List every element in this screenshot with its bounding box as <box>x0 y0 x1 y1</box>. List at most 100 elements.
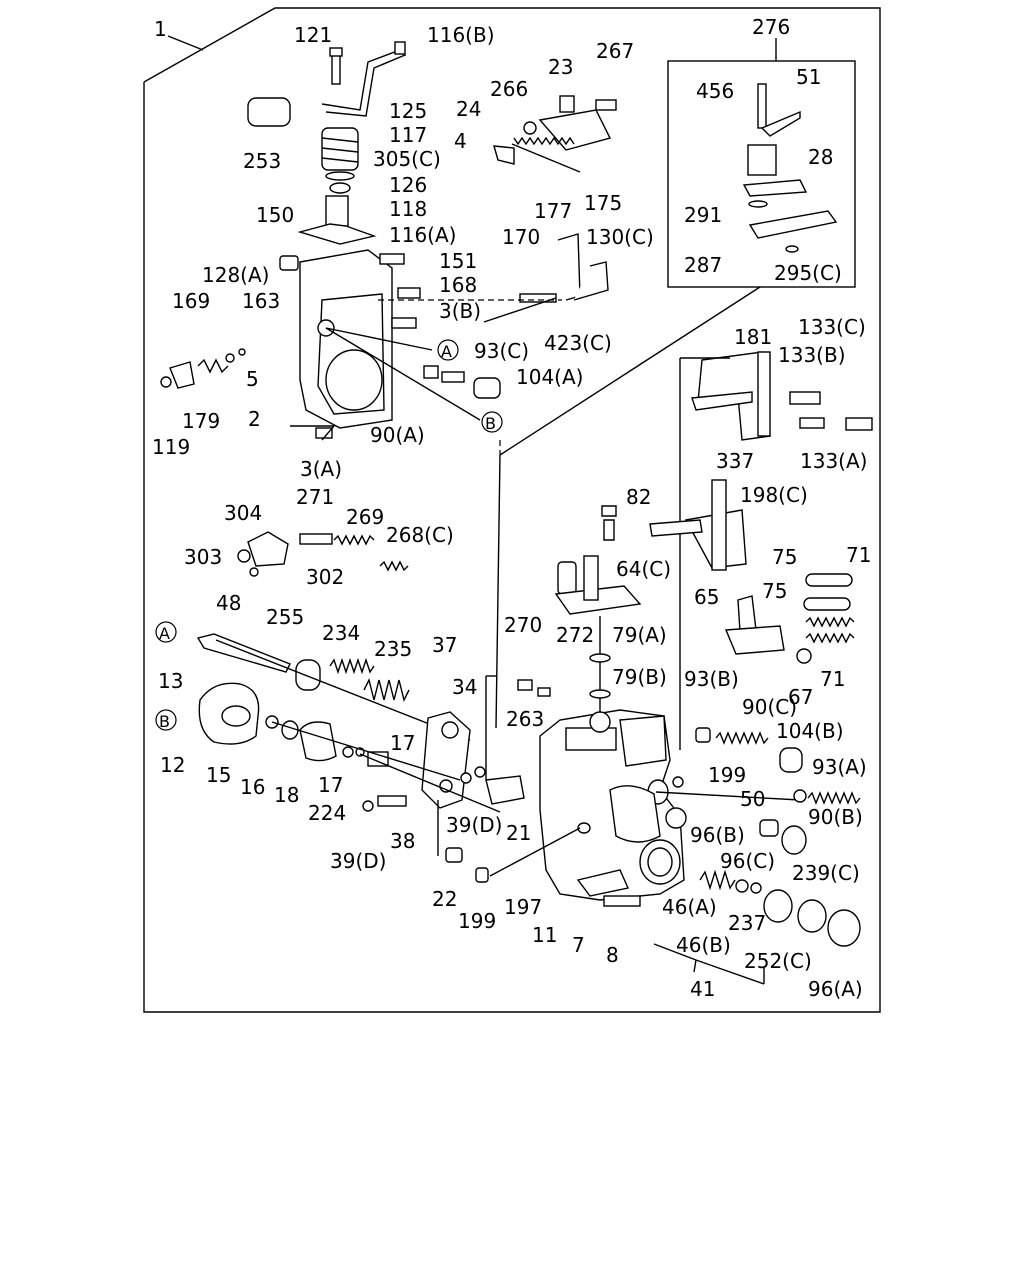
label: 48 <box>216 591 241 615</box>
label: 304 <box>224 501 262 525</box>
label: 199 <box>458 909 496 933</box>
lever-64c <box>554 505 642 720</box>
label: 21 <box>506 821 531 845</box>
label: 197 <box>504 895 542 919</box>
label: 175 <box>584 191 622 215</box>
label: 104(B) <box>776 719 844 743</box>
label: 104(A) <box>516 365 583 389</box>
label: 7 <box>572 933 585 957</box>
label: 3(B) <box>439 299 481 323</box>
label: 270 <box>504 613 542 637</box>
label: 2 <box>248 407 261 431</box>
label: 16 <box>240 775 265 799</box>
label: 38 <box>390 829 415 853</box>
label: 28 <box>808 145 833 169</box>
label: 3(A) <box>300 457 342 481</box>
label: 119 <box>152 435 190 459</box>
label: 46(A) <box>662 895 717 919</box>
label: 266 <box>490 77 528 101</box>
label: 41 <box>690 977 715 1001</box>
parts-65-75-71 <box>724 573 855 664</box>
label: 12 <box>160 753 185 777</box>
label: 302 <box>306 565 344 589</box>
label: 50 <box>740 787 765 811</box>
label: 224 <box>308 801 346 825</box>
label: 4 <box>454 129 467 153</box>
label: 133(B) <box>778 343 846 367</box>
label: 151 <box>439 249 477 273</box>
label: 11 <box>532 923 557 947</box>
label: 65 <box>694 585 719 609</box>
shaft-48-group <box>196 633 551 863</box>
label: 269 <box>346 505 384 529</box>
label: 24 <box>456 97 481 121</box>
label: 39(D) <box>330 849 386 873</box>
label: 64(C) <box>616 557 671 581</box>
marker-a-top: A <box>441 342 452 361</box>
label: 268(C) <box>386 523 454 547</box>
label: 75 <box>762 579 787 603</box>
label: 133(C) <box>798 315 866 339</box>
label: 18 <box>274 783 299 807</box>
main-housing <box>475 709 801 907</box>
label: 287 <box>684 253 722 277</box>
label: 181 <box>734 325 772 349</box>
label: 177 <box>534 199 572 223</box>
label: 71 <box>820 667 845 691</box>
label: 116(A) <box>389 223 456 247</box>
label: 121 <box>294 23 332 47</box>
label: 271 <box>296 485 334 509</box>
label: 169 <box>172 289 210 313</box>
marker-b-top: B <box>485 414 496 433</box>
label: 96(B) <box>690 823 745 847</box>
label: 1 <box>154 17 167 41</box>
label: 90(B) <box>808 805 863 829</box>
label: 252(C) <box>744 949 812 973</box>
label: 126 <box>389 173 427 197</box>
label: 34 <box>452 675 477 699</box>
linkage-group-23 <box>483 95 617 323</box>
label: 5 <box>246 367 259 391</box>
label: 15 <box>206 763 231 787</box>
bracket-198c <box>649 479 747 571</box>
label: 170 <box>502 225 540 249</box>
marker-b-left: B <box>159 712 170 731</box>
label: 239(C) <box>792 861 860 885</box>
label: 118 <box>389 197 427 221</box>
label: 337 <box>716 449 754 473</box>
inset-box-276 <box>495 38 856 729</box>
label: 291 <box>684 203 722 227</box>
label: 125 <box>389 99 427 123</box>
label: 46(B) <box>676 933 731 957</box>
label: 79(A) <box>612 623 667 647</box>
label: 163 <box>242 289 280 313</box>
label: 13 <box>158 669 183 693</box>
label: 39(D) <box>446 813 502 837</box>
label: 267 <box>596 39 634 63</box>
label: 305(C) <box>373 147 441 171</box>
label: 235 <box>374 637 412 661</box>
label: 253 <box>243 149 281 173</box>
label: 90(C) <box>742 695 797 719</box>
label: 67 <box>788 685 813 709</box>
label: 23 <box>548 55 573 79</box>
label: 37 <box>432 633 457 657</box>
rod-271-group <box>237 531 409 577</box>
label: 423(C) <box>544 331 612 355</box>
label: 93(C) <box>474 339 529 363</box>
label: 263 <box>506 707 544 731</box>
label: 75 <box>772 545 797 569</box>
label: 128(A) <box>202 263 269 287</box>
label: 93(A) <box>812 755 867 779</box>
label: 133(A) <box>800 449 867 473</box>
label: 96(A) <box>808 977 863 1001</box>
label: 17 <box>318 773 343 797</box>
callout-labels: 1 121 116(B) 253 125 117 305(C) 126 118 … <box>152 15 871 1001</box>
label: 199 <box>708 763 746 787</box>
label: 456 <box>696 79 734 103</box>
label: 116(B) <box>427 23 495 47</box>
circled-markers: A B A B <box>155 339 503 731</box>
label: 8 <box>606 943 619 967</box>
bracket-group-181 <box>679 351 873 750</box>
